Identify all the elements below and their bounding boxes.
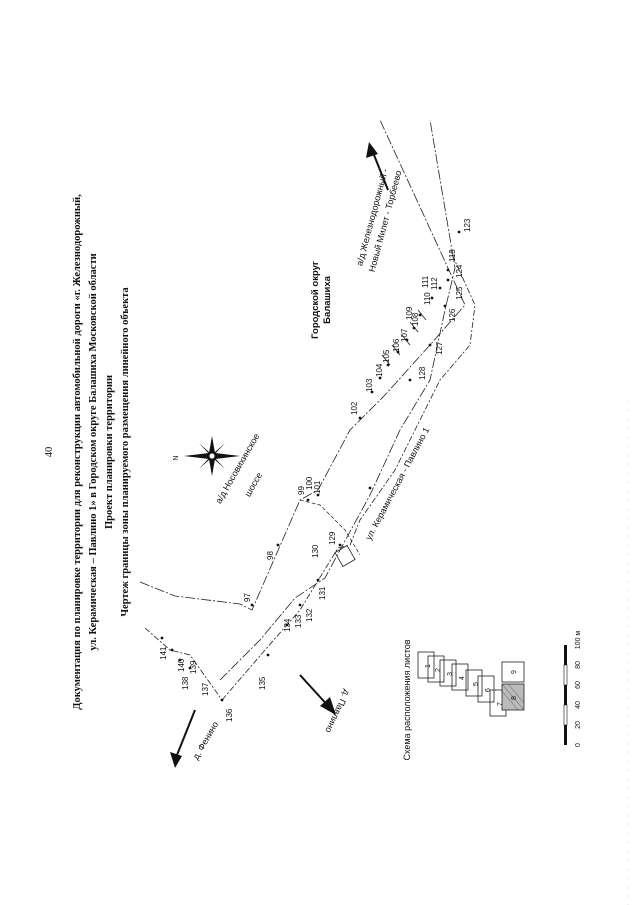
city-label-line-2: Балашиха [322, 275, 333, 323]
title-line-1: Документация по планировке территории дл… [72, 194, 83, 710]
sheet-1: 1 [425, 664, 432, 668]
label-134: 134 [283, 618, 292, 632]
label-140: 140 [177, 658, 186, 672]
sheet-2: 2 [435, 668, 442, 672]
label-130: 130 [311, 544, 320, 558]
label-128: 128 [418, 366, 427, 380]
road-edge-2 [221, 249, 476, 701]
sheet-9: 9 [511, 670, 518, 674]
sheet-8: 8 [511, 696, 518, 700]
label-129: 129 [328, 531, 337, 545]
label-137: 137 [201, 682, 210, 696]
city-label-line-1: Городской округ [310, 261, 321, 339]
label-101: 101 [313, 480, 322, 494]
nosovikhinskoe-label-line-1: а/д Носовихинское [213, 432, 261, 506]
arrow-fenino-icon [170, 709, 196, 768]
label-102: 102 [350, 401, 359, 415]
sheet-3: 3 [447, 672, 454, 676]
road-edge-1 [144, 627, 223, 701]
intersection-marker [334, 545, 356, 567]
sheet-labels: 1 2 3 4 5 6 7 8 9 [425, 664, 518, 706]
label-105: 105 [382, 349, 391, 363]
label-125: 125 [455, 286, 464, 300]
label-139: 139 [189, 660, 198, 674]
north-label: N [173, 455, 180, 460]
label-136: 136 [225, 708, 234, 722]
label-131: 131 [318, 586, 327, 600]
scale-tick-100: 100 м [575, 631, 582, 650]
title-block: Документация по планировке территории дл… [72, 194, 131, 710]
label-141: 141 [159, 646, 168, 660]
road-edge-3 [299, 499, 361, 556]
label-112: 112 [430, 277, 439, 290]
fenino-label: д. Фенино [191, 720, 221, 761]
label-127: 127 [435, 341, 444, 355]
label-113: 113 [448, 249, 457, 262]
label-103: 103 [365, 378, 374, 392]
arrow-pavlino-icon [299, 674, 336, 715]
point-labels: 97 98 99 100 101 102 103 104 105 106 107… [159, 218, 472, 722]
label-132: 132 [305, 608, 314, 622]
page-number: 40 [44, 447, 55, 458]
label-97: 97 [243, 593, 252, 602]
label-98: 98 [266, 551, 275, 560]
label-107: 107 [400, 328, 409, 342]
compass-rose-icon [184, 436, 240, 476]
label-123: 123 [463, 218, 472, 232]
nosovikhinskoe-label-line-2: шоссе [243, 471, 265, 499]
scale-tick-0: 0 [575, 743, 582, 747]
title-line-4: Чертеж границы зоны планируемого размеще… [120, 287, 131, 617]
boundary-points [160, 230, 461, 702]
label-138: 138 [181, 676, 190, 690]
scale-bar [563, 645, 568, 745]
label-99: 99 [297, 486, 306, 495]
label-109: 109 [405, 306, 414, 320]
label-111: 111 [421, 275, 430, 288]
scale-tick-40: 40 [575, 701, 582, 709]
scale-tick-60: 60 [575, 681, 582, 689]
label-104: 104 [375, 363, 384, 377]
label-100: 100 [305, 476, 314, 490]
keramicheskaya-label: ул. Керамическая - Павлино 1 [363, 426, 431, 542]
scale-bar-labels: 0 20 40 60 80 100 м [575, 631, 582, 747]
title-line-3: Проект планировки территории [104, 375, 115, 529]
sheet-5: 5 [473, 682, 480, 686]
sheet-scheme-title: Схема расположения листов [402, 639, 412, 760]
label-110: 110 [423, 292, 432, 305]
scale-tick-80: 80 [575, 661, 582, 669]
label-126: 126 [448, 308, 457, 322]
sheet-7: 7 [497, 702, 504, 706]
boundary-lower [219, 119, 456, 681]
pavlino-label: д. Павлино [323, 688, 352, 734]
title-line-2: ул. Керамическая – Павлино 1» в Городско… [88, 253, 99, 650]
label-124: 124 [455, 264, 464, 278]
scale-tick-20: 20 [575, 721, 582, 729]
label-133: 133 [294, 614, 303, 628]
label-135: 135 [258, 676, 267, 690]
sheet-6: 6 [485, 688, 492, 692]
label-108: 108 [411, 312, 420, 326]
label-106: 106 [392, 338, 401, 352]
boundary-upper [139, 119, 466, 611]
arrow-railway-icon [366, 142, 389, 191]
sheet-4: 4 [459, 676, 466, 680]
sheet-scheme [417, 651, 525, 717]
